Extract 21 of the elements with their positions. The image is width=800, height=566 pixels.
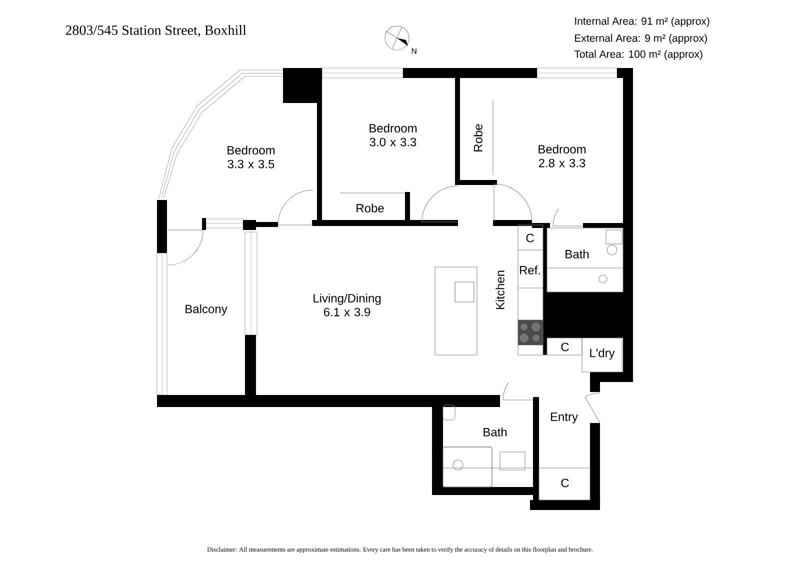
room-label: C [561,478,569,488]
room-label: Bath [566,250,589,258]
area-text: External Area: 9 m² (approx) [575,34,707,44]
room-label: Bath [484,428,507,436]
room-label: Living/Dining 6.1 x 3.9 [314,294,381,316]
room-label: Robe [356,204,384,212]
room-label: C [561,342,569,352]
room-label: Kitchen [496,270,504,310]
room-label: Entry [551,412,578,424]
room-label: Bedroom 2.8 x 3.3 [538,144,586,168]
room-label: Ref. [520,266,540,274]
room-label: C [526,234,534,242]
room-label: Bedroom 3.3 x 3.5 [228,146,275,168]
room-label: Robe [474,124,482,152]
area-text: Internal Area: 91 m² (approx) [575,17,710,27]
room-label: Balcony [186,304,228,316]
room-label: Bedroom 3.0 x 3.3 [370,124,417,146]
compass-label: N [412,48,416,54]
room-label: L'dry [590,348,615,360]
title: 2803/545 Station Street, Boxhill [66,25,246,37]
area-text: Total Area: 100 m² (approx) [574,50,702,60]
